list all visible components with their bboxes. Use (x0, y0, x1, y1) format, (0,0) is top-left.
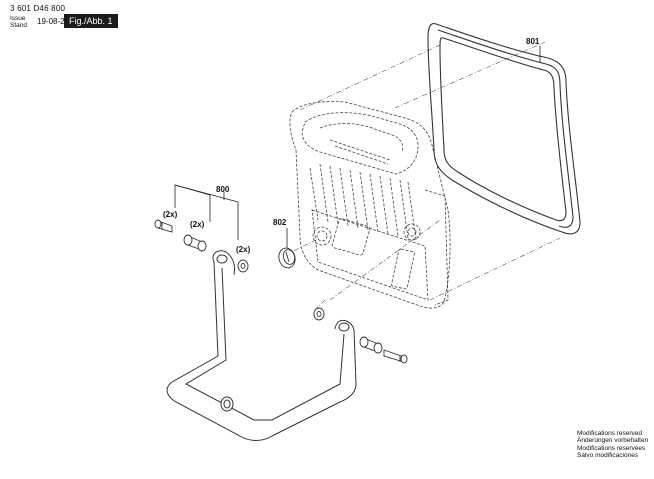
screw-right (383, 349, 408, 364)
callout-802: 802 (273, 218, 287, 227)
issue-date: 19-08-21 (37, 17, 70, 26)
quantity-label-screw: (2x) (163, 210, 178, 219)
callout-leaders (174, 46, 541, 248)
issue-stand-labels: Issue Stand (10, 15, 27, 29)
bracket-handle (166, 250, 357, 441)
quantity-label-washer: (2x) (236, 245, 251, 254)
spacer-right (359, 336, 383, 354)
quantity-label-spacer: (2x) (190, 220, 205, 229)
frame-seal-801 (427, 23, 581, 235)
notice-line-fr: Modifications reservées (577, 444, 646, 452)
notice-line-es: Salvo modificaciones (577, 452, 639, 460)
spacer-left (183, 234, 207, 252)
figure-badge: Fig./Abb. 1 (64, 14, 118, 28)
screw-left (154, 219, 173, 233)
lamp-housing (289, 101, 451, 309)
callout-801: 801 (526, 37, 540, 46)
washer-right (313, 307, 325, 321)
notice-line-de: Änderungen vorbehalten (577, 437, 649, 445)
washer-left (237, 259, 249, 273)
modifications-notice: Modifications reserved Änderungen vorbeh… (577, 430, 648, 460)
issue-label: Issue (10, 15, 26, 22)
callout-800: 800 (216, 185, 230, 194)
notice-line-en: Modifications reserved (577, 430, 643, 437)
stand-label: Stand (10, 22, 27, 29)
assembly-leader-lines (284, 41, 561, 311)
document-number: 3 601 D46 800 (10, 4, 66, 13)
cap-802 (278, 247, 296, 269)
